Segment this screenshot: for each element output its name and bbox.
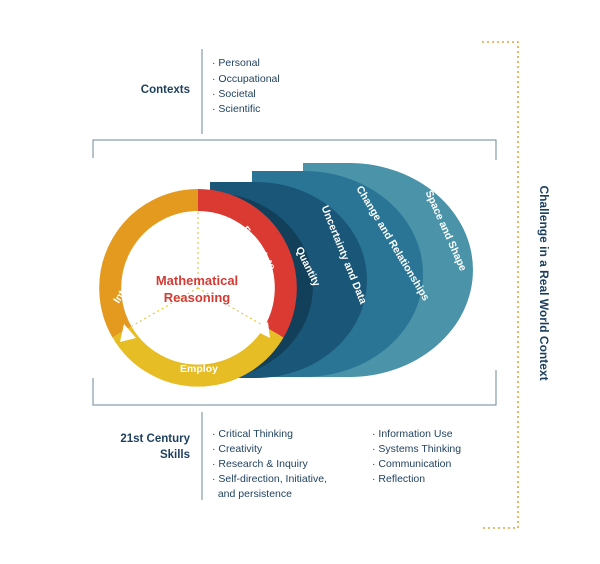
segment-label-employ: Employ — [180, 363, 218, 375]
center-title-line2: Reasoning — [164, 290, 231, 305]
arrow-formulate-to-employ-icon — [254, 322, 270, 338]
skill-item: · Systems Thinking — [372, 443, 461, 455]
segment-interpret-evaluate — [99, 189, 199, 338]
contexts-heading: Contexts — [141, 84, 190, 96]
skill-item: · Critical Thinking — [212, 428, 293, 440]
skill-item: · Self-direction, Initiative, — [212, 473, 327, 485]
skill-item: · Communication — [372, 458, 452, 470]
frame-bottom — [92, 370, 497, 406]
reasoning-cycle — [99, 189, 297, 387]
skills-heading-line2: Skills — [160, 449, 190, 461]
context-item: · Occupational — [212, 73, 280, 85]
segment-formulate — [197, 189, 297, 338]
skill-item: · Information Use — [372, 428, 453, 440]
frame-top — [92, 139, 497, 160]
skill-item: · Reflection — [372, 473, 425, 485]
side-label: Challenge in a Real World Context — [537, 185, 551, 380]
context-item: · Scientific — [212, 103, 260, 115]
skill-item: · Research & Inquiry — [212, 458, 308, 470]
skills-column-2: · Information Use · Systems Thinking · C… — [372, 428, 461, 485]
skill-item: and persistence — [212, 488, 292, 500]
center-title-line1: Mathematical — [156, 273, 238, 288]
arrow-employ-to-interpret-icon — [120, 324, 136, 342]
context-item: · Personal — [212, 57, 260, 69]
contexts-list: · Personal · Occupational · Societal · S… — [212, 57, 280, 115]
skills-column-1: · Critical Thinking · Creativity · Resea… — [212, 428, 327, 500]
skill-item: · Creativity — [212, 443, 263, 455]
context-item: · Societal — [212, 88, 256, 100]
segment-employ — [112, 326, 284, 387]
dotted-bracket — [482, 41, 519, 529]
skills-heading-line1: 21st Century — [120, 433, 190, 445]
